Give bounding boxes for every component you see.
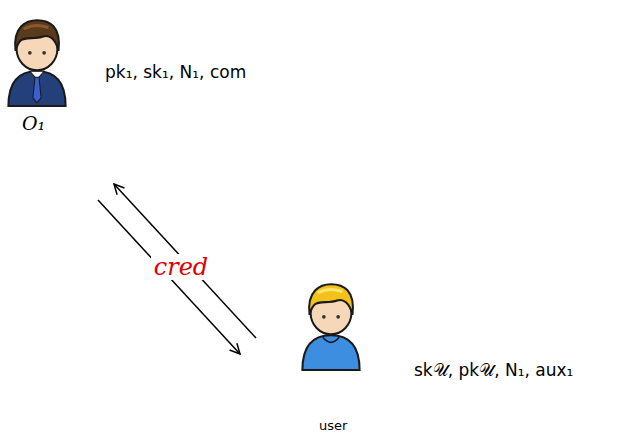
participant-name: O₁ (22, 112, 45, 134)
person-hair (15, 20, 59, 51)
person-hair (309, 284, 353, 315)
edge-label: cred (151, 254, 211, 280)
person-node: usersk𝒰, pk𝒰, N₁, aux₁ (296, 276, 372, 438)
person-body (8, 71, 65, 106)
person-eye (42, 51, 46, 55)
person-eye (336, 315, 340, 319)
person-figure (302, 284, 359, 370)
person-eye (322, 315, 326, 319)
participant-name: user (319, 418, 347, 433)
person-icon (296, 276, 366, 372)
person-body (302, 335, 359, 370)
message-arrow (114, 184, 256, 338)
key-list: sk𝒰, pk𝒰, N₁, aux₁ (414, 360, 573, 380)
key-list: pk₁, sk₁, N₁, com (105, 62, 246, 82)
person-icon (2, 12, 72, 108)
message-arrow (98, 200, 240, 354)
person-figure (8, 20, 65, 106)
necktie (33, 77, 41, 103)
person-node: O₁pk₁, sk₁, N₁, com (2, 12, 72, 134)
hair-highlight (319, 290, 341, 293)
hair-highlight (25, 26, 47, 29)
person-eye (28, 51, 32, 55)
shirt-collar (323, 337, 339, 342)
